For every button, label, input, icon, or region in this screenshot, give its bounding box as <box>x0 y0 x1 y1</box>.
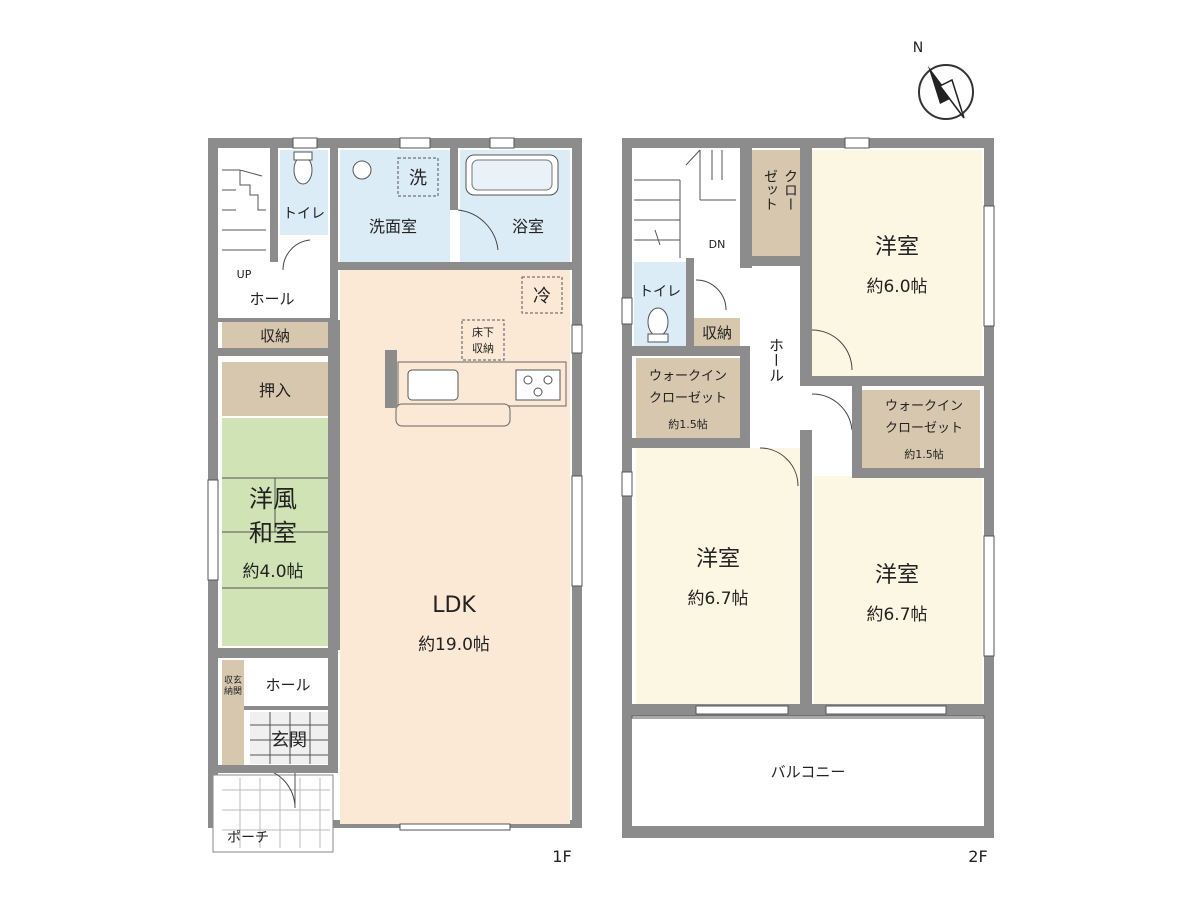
bedroom-3 <box>814 476 982 704</box>
label-bedroom-2-size: 約6.7帖 <box>687 589 748 609</box>
label-dn: DN <box>709 238 726 251</box>
compass-north-label: N <box>913 40 923 56</box>
label-wic-2-size: 約1.5帖 <box>904 447 944 461</box>
label-fridge: 冷 <box>533 286 551 307</box>
label-ldk-size: 約19.0帖 <box>418 635 490 655</box>
label-bath: 浴室 <box>512 217 544 236</box>
label-bedroom-3-size: 約6.7帖 <box>866 605 927 625</box>
label-genkan: 玄関 <box>271 730 307 751</box>
oshiire <box>222 362 328 416</box>
stair-1f <box>220 150 268 260</box>
label-wic-1-a: ウォークイン <box>649 369 727 384</box>
label-oshiire: 押入 <box>259 381 291 400</box>
wic-2 <box>862 390 980 468</box>
label-porch: ポーチ <box>227 830 269 846</box>
label-genkan-storage-2: 納関 <box>224 685 242 697</box>
label-washitsu-2: 和室 <box>249 519 297 547</box>
label-balcony: バルコニー <box>771 763 846 781</box>
label-hall-1f: ホール <box>249 290 294 308</box>
sink-icon <box>352 160 372 180</box>
storage-1f <box>222 322 328 348</box>
toilet-bowl-icon <box>647 307 669 337</box>
label-bedroom-1-size: 約6.0帖 <box>866 277 927 297</box>
wic-1 <box>636 358 740 438</box>
label-2f: 2F <box>968 847 987 866</box>
kitchen-sink-icon <box>407 369 459 401</box>
hall-1f-upper <box>220 262 330 320</box>
label-toilet-2f: トイレ <box>639 284 681 300</box>
stair-2f <box>632 149 736 258</box>
label-up: UP <box>237 268 252 281</box>
label-bedroom-2: 洋室 <box>696 547 740 572</box>
label-wic-2-a: ウォークイン <box>885 399 963 414</box>
label-wic-1-size: 約1.5帖 <box>668 417 708 431</box>
floor-1f: トイレ 洗 洗面室 浴室 冷 床下 収納 UP ホール 収納 押入 洋風 和室 … <box>207 137 583 866</box>
label-washitsu-1: 洋風 <box>249 485 297 513</box>
label-storage-2f: 収納 <box>702 324 732 342</box>
label-1f: 1F <box>552 847 571 866</box>
closet-2f <box>752 150 808 256</box>
label-closet-2: ゼット <box>762 169 778 211</box>
compass-icon: N <box>913 40 974 120</box>
stove-icon <box>515 369 561 401</box>
label-wic-2-b: クローゼット <box>885 421 963 436</box>
label-bedroom-3: 洋室 <box>875 563 919 588</box>
floor-2f: クロー ゼット 洋室 約6.0帖 DN トイレ 収納 ホール ウォークイン クロ… <box>621 137 995 866</box>
storage-2f <box>694 318 740 346</box>
label-hall-2f: ホール <box>767 338 785 383</box>
label-wic-1-b: クローゼット <box>649 391 727 406</box>
bedroom-2 <box>636 448 800 704</box>
balcony <box>632 718 984 828</box>
label-genkan-storage-1: 収玄 <box>224 674 242 686</box>
ldk <box>340 270 570 824</box>
bedroom-1 <box>812 150 982 376</box>
genkan-storage <box>222 660 244 765</box>
label-ldk: LDK <box>432 593 476 618</box>
label-storage-1f: 収納 <box>260 327 290 345</box>
label-bedroom-1: 洋室 <box>875 235 919 260</box>
label-hall-1f-lower: ホール <box>265 676 310 694</box>
label-closet-1: クロー <box>782 169 798 211</box>
label-toilet-1f: トイレ <box>283 206 325 222</box>
hall-1f-lower <box>246 662 328 706</box>
label-washroom: 洗面室 <box>369 217 417 236</box>
label-laundry: 洗 <box>409 168 427 189</box>
label-washitsu-size: 約4.0帖 <box>242 562 303 582</box>
label-underfloor-1: 床下 <box>472 325 494 339</box>
label-underfloor-2: 収納 <box>472 342 494 355</box>
